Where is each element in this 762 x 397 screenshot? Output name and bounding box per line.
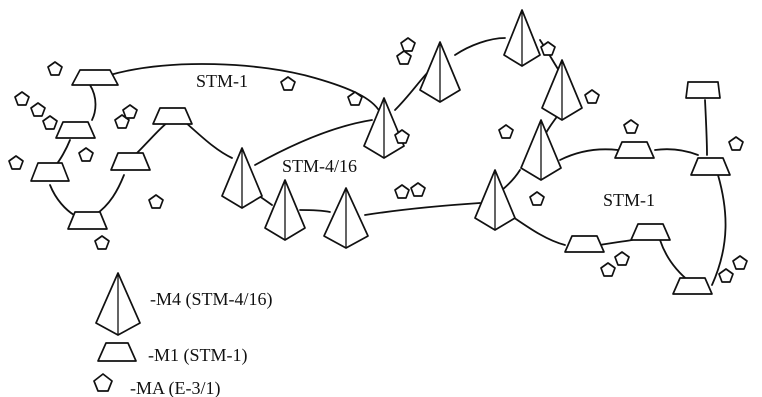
right-ring-label: STM-1 — [603, 190, 655, 210]
ma-node — [400, 37, 416, 52]
m4-node — [541, 59, 583, 121]
m4-node — [474, 169, 516, 231]
ma-node — [394, 129, 410, 144]
trapezoid-icon — [97, 342, 137, 362]
ma-node — [30, 102, 46, 117]
m1-nodes — [30, 69, 731, 295]
ma-node — [42, 115, 58, 130]
link-right-ring-top-2 — [654, 148, 699, 156]
m4-nodes — [221, 9, 583, 249]
ma-node — [347, 91, 363, 106]
ma-node — [148, 194, 164, 209]
ma-node — [584, 89, 600, 104]
m4-node — [520, 119, 562, 181]
link-left-ring-inner — [134, 121, 169, 156]
m4-node — [323, 187, 369, 249]
m4-node — [221, 147, 263, 209]
ma-node — [732, 255, 748, 270]
m1-node — [67, 211, 108, 230]
link-right-ring-top — [559, 148, 619, 161]
legend: -M4 (STM-4/16) -M1 (STM-1) -MA (E-3/1) — [93, 272, 273, 397]
link-right-ring-vertical — [704, 99, 708, 156]
ma-node — [614, 251, 630, 266]
ma-node — [718, 268, 734, 283]
link-left-ring-bottom — [94, 174, 125, 216]
link-core-i — [501, 169, 521, 191]
legend-item-m4: -M4 (STM-4/16) — [95, 272, 273, 336]
link-core-a — [254, 119, 373, 166]
link-left-ring-left-2 — [55, 139, 71, 166]
ma-node — [600, 262, 616, 277]
ma-node — [8, 155, 24, 170]
link-left-ring-down — [184, 121, 233, 159]
legend-label-m4: -M4 (STM-4/16) — [150, 289, 273, 310]
link-left-ring-left-3 — [49, 184, 75, 216]
m1-node — [71, 69, 119, 86]
m4-node — [503, 9, 541, 67]
m4-node — [419, 41, 461, 103]
link-right-ring-bottom — [659, 239, 691, 283]
m1-node — [614, 141, 655, 159]
ma-node — [396, 50, 412, 65]
m1-node — [110, 152, 151, 171]
ma-node — [728, 136, 744, 151]
ma-node — [410, 182, 426, 197]
m1-node — [630, 223, 671, 241]
ma-node — [540, 41, 556, 56]
legend-label-ma: -MA (E-3/1) — [130, 378, 220, 397]
legend-item-m1: -M1 (STM-1) — [97, 342, 248, 366]
ma-node — [623, 119, 639, 134]
link-right-ring-right — [711, 174, 727, 286]
m4-node — [264, 179, 306, 241]
ma-node — [498, 124, 514, 139]
ma-node — [122, 104, 138, 119]
link-left-ring-left — [89, 84, 97, 121]
m1-node — [672, 277, 713, 295]
ma-nodes — [8, 37, 748, 283]
m4-node — [363, 97, 405, 159]
link-core-f — [454, 37, 506, 56]
network-links — [49, 37, 727, 286]
m1-node — [152, 107, 193, 125]
pyramid-icon — [95, 272, 141, 336]
left-ring-label: STM-1 — [196, 71, 248, 91]
legend-item-ma: -MA (E-3/1) — [93, 373, 220, 397]
ma-node — [47, 61, 63, 76]
link-core-c — [299, 209, 331, 213]
core-ring-label: STM-4/16 — [282, 156, 357, 176]
legend-label-m1: -M1 (STM-1) — [148, 345, 248, 366]
ma-node — [14, 91, 30, 106]
ma-node — [78, 147, 94, 162]
m1-node — [55, 121, 96, 139]
m1-node — [564, 235, 605, 253]
m1-node — [690, 157, 731, 176]
m1-node — [685, 81, 721, 99]
link-right-ring-left — [509, 214, 566, 246]
link-core-d — [364, 202, 481, 216]
pentagon-icon — [93, 373, 113, 392]
ma-node — [280, 76, 296, 91]
ma-node — [529, 191, 545, 206]
ma-node — [94, 235, 110, 250]
link-right-ring-mid — [599, 239, 633, 246]
link-left-ring-top — [109, 63, 381, 113]
m1-node — [30, 162, 70, 182]
ma-node — [394, 184, 410, 199]
